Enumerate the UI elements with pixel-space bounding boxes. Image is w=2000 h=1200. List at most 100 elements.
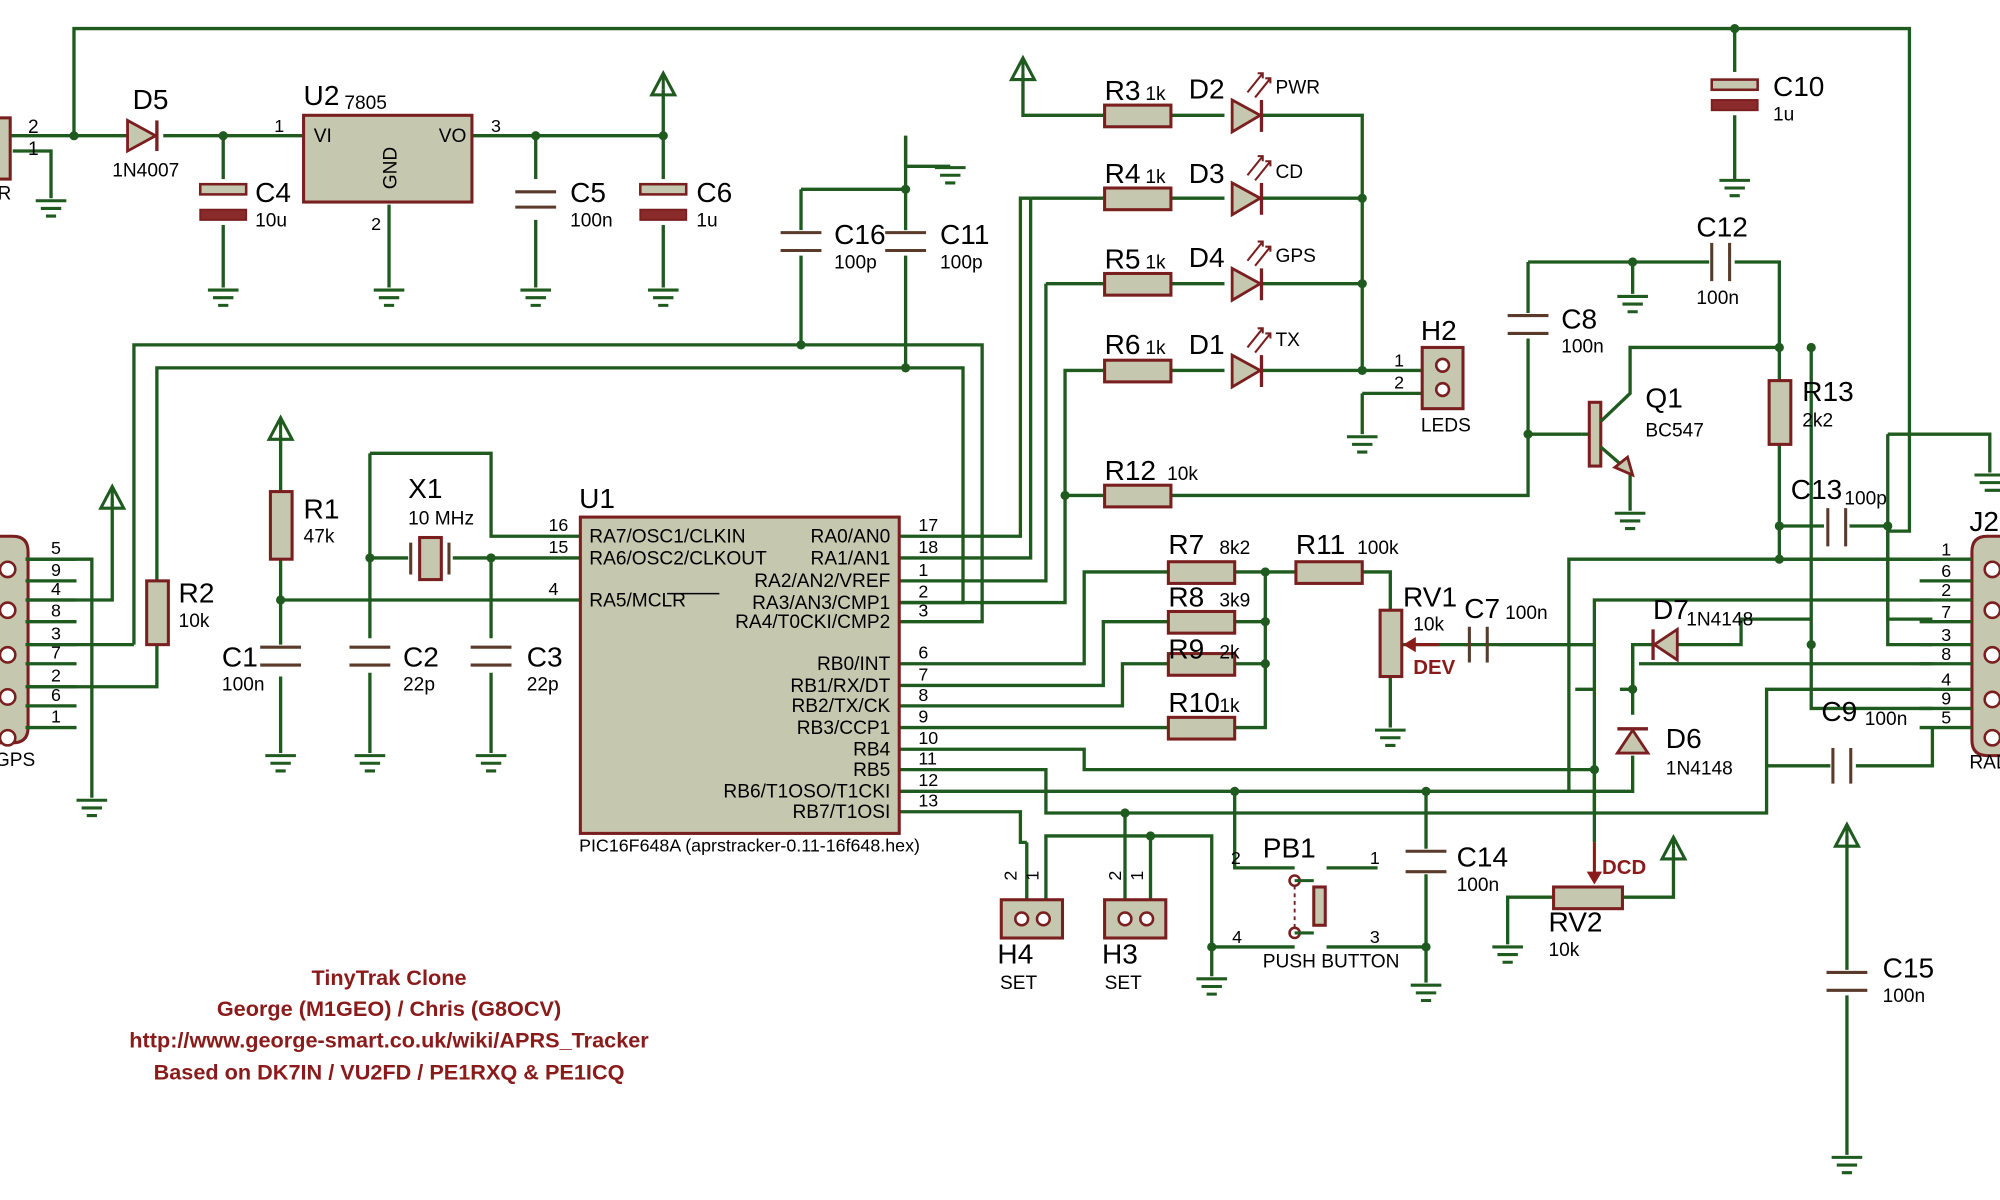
c7-value: 100n bbox=[1505, 603, 1548, 624]
capacitor-c6: C6 1u bbox=[639, 177, 732, 231]
vcc-arrow-icon bbox=[1659, 833, 1688, 861]
u2-pin-gnd: 2 bbox=[371, 214, 381, 234]
potentiometer-rv1: RV1 10k DEV bbox=[1378, 581, 1457, 679]
c8-ref: C8 bbox=[1561, 303, 1597, 334]
c3-ref: C3 bbox=[527, 641, 563, 672]
j2-value: RAD bbox=[1969, 752, 2000, 773]
resistor-r6: R6 1k bbox=[1103, 329, 1173, 384]
power-connector-body bbox=[0, 116, 12, 181]
r10-ref: R10 bbox=[1168, 687, 1219, 718]
r6-ref: R6 bbox=[1105, 329, 1141, 360]
q1-ref: Q1 bbox=[1645, 382, 1682, 413]
u1-pin-number: 9 bbox=[918, 706, 928, 726]
c10-value: 1u bbox=[1773, 104, 1794, 125]
c14-value: 100n bbox=[1457, 875, 1500, 896]
c9-ref: C9 bbox=[1821, 696, 1857, 727]
c11-ref: C11 bbox=[940, 219, 989, 250]
gps-pad bbox=[0, 688, 17, 706]
credit-authors: George (M1GEO) / Chris (G8OCV) bbox=[217, 996, 561, 1021]
gps-pad bbox=[0, 645, 17, 664]
resistor-r7: R7 8k2 bbox=[1166, 529, 1250, 585]
capacitor-c1: C1 100n bbox=[222, 641, 302, 696]
j2-pin-number: 9 bbox=[1941, 689, 1951, 709]
mcu-u1: U1 PIC16F648A (aprstracker-0.11-16f648.h… bbox=[548, 483, 938, 855]
u1-pin-name: RA4/T0CKI/CMP2 bbox=[735, 612, 890, 633]
j2-pad bbox=[1983, 728, 2000, 747]
gps-pin-number: 2 bbox=[51, 666, 61, 686]
gps-pin-number: 4 bbox=[51, 579, 61, 599]
ground-icon bbox=[265, 754, 296, 773]
c8-value: 100n bbox=[1561, 337, 1604, 358]
gps-pin-number: 1 bbox=[51, 706, 61, 726]
j2-pin-number: 8 bbox=[1941, 644, 1951, 664]
ground-icon bbox=[520, 288, 552, 307]
u1-pin-number: 6 bbox=[918, 643, 928, 663]
transistor-q1: Q1 BC547 bbox=[1581, 345, 1704, 478]
r2-value: 10k bbox=[179, 611, 210, 632]
rv1-value: 10k bbox=[1413, 615, 1444, 636]
ground-icon bbox=[1614, 511, 1646, 531]
c1-value: 100n bbox=[222, 675, 265, 696]
r10-value: 1k bbox=[1219, 696, 1240, 717]
d4-label: GPS bbox=[1276, 246, 1316, 267]
c14-ref: C14 bbox=[1457, 842, 1508, 873]
power-connector-label: R bbox=[0, 183, 11, 204]
u1-pin-name: RA2/AN2/VREF bbox=[754, 571, 890, 592]
r11-value: 100k bbox=[1357, 538, 1399, 559]
r11-ref: R11 bbox=[1296, 529, 1345, 560]
pb1-pin-4: 4 bbox=[1232, 927, 1242, 947]
header-h3: 2 1 H3 SET bbox=[1102, 871, 1168, 994]
q1-value: BC547 bbox=[1645, 421, 1703, 442]
ground-icon bbox=[1410, 983, 1442, 1003]
gps-pin-number: 8 bbox=[51, 601, 61, 621]
r7-value: 8k2 bbox=[1219, 538, 1250, 559]
diode-d5: D5 1N4007 bbox=[112, 84, 179, 182]
d2-label: PWR bbox=[1276, 78, 1321, 99]
u2-ref: U2 bbox=[304, 80, 340, 111]
u1-pin-name: RB3/CCP1 bbox=[797, 718, 891, 739]
c2-ref: C2 bbox=[403, 641, 439, 672]
h3-value: SET bbox=[1105, 973, 1143, 994]
crystal-x1: X1 10 MHz bbox=[408, 473, 474, 582]
d1-ref: D1 bbox=[1189, 329, 1225, 360]
d1-label: TX bbox=[1276, 330, 1301, 351]
c5-ref: C5 bbox=[570, 177, 606, 208]
ground-icon bbox=[1831, 1155, 1863, 1175]
d5-ref: D5 bbox=[133, 84, 169, 115]
c3-value: 22p bbox=[527, 675, 559, 696]
u1-pin-number: 4 bbox=[548, 579, 558, 599]
u1-pin-name: RB4 bbox=[853, 740, 891, 761]
r9-ref: R9 bbox=[1168, 634, 1204, 665]
credit-url: http://www.george-smart.co.uk/wiki/APRS_… bbox=[129, 1028, 649, 1053]
capacitor-c2: C2 22p bbox=[349, 641, 439, 696]
pb1-value: PUSH BUTTON bbox=[1263, 951, 1400, 972]
x1-value: 10 MHz bbox=[408, 509, 474, 530]
ground-icon bbox=[76, 798, 108, 818]
r6-value: 1k bbox=[1145, 338, 1166, 359]
vcc-arrow-icon bbox=[649, 69, 678, 97]
resistor-r11: R11 100k bbox=[1294, 529, 1399, 585]
u2-pin-out: 3 bbox=[491, 116, 501, 136]
header-h4: 2 1 H4 SET bbox=[997, 871, 1065, 994]
ground-icon bbox=[354, 754, 386, 773]
u1-ref: U1 bbox=[579, 483, 615, 514]
ground-icon bbox=[647, 288, 679, 307]
c5-value: 100n bbox=[570, 210, 613, 231]
vcc-arrow-icon bbox=[98, 483, 127, 510]
j2-pin-number: 3 bbox=[1941, 625, 1951, 645]
c16-ref: C16 bbox=[834, 219, 885, 250]
gps-pad bbox=[0, 601, 17, 620]
h3-pin-2: 2 bbox=[1105, 871, 1125, 881]
d3-label: CD bbox=[1276, 162, 1304, 183]
capacitor-c14: C14 100n bbox=[1405, 842, 1508, 896]
resistor-r13: R13 2k2 bbox=[1767, 376, 1854, 446]
ground-icon bbox=[1719, 178, 1750, 198]
gps-pin-number: 9 bbox=[51, 560, 61, 580]
r9-value: 2k bbox=[1219, 643, 1240, 664]
gps-pin-number: 7 bbox=[51, 643, 61, 663]
u1-pin-name: RA7/OSC1/CLKIN bbox=[589, 527, 745, 548]
c9-value: 100n bbox=[1865, 709, 1908, 730]
ground-icon bbox=[1974, 473, 2000, 492]
ground-icon bbox=[1492, 945, 1523, 964]
